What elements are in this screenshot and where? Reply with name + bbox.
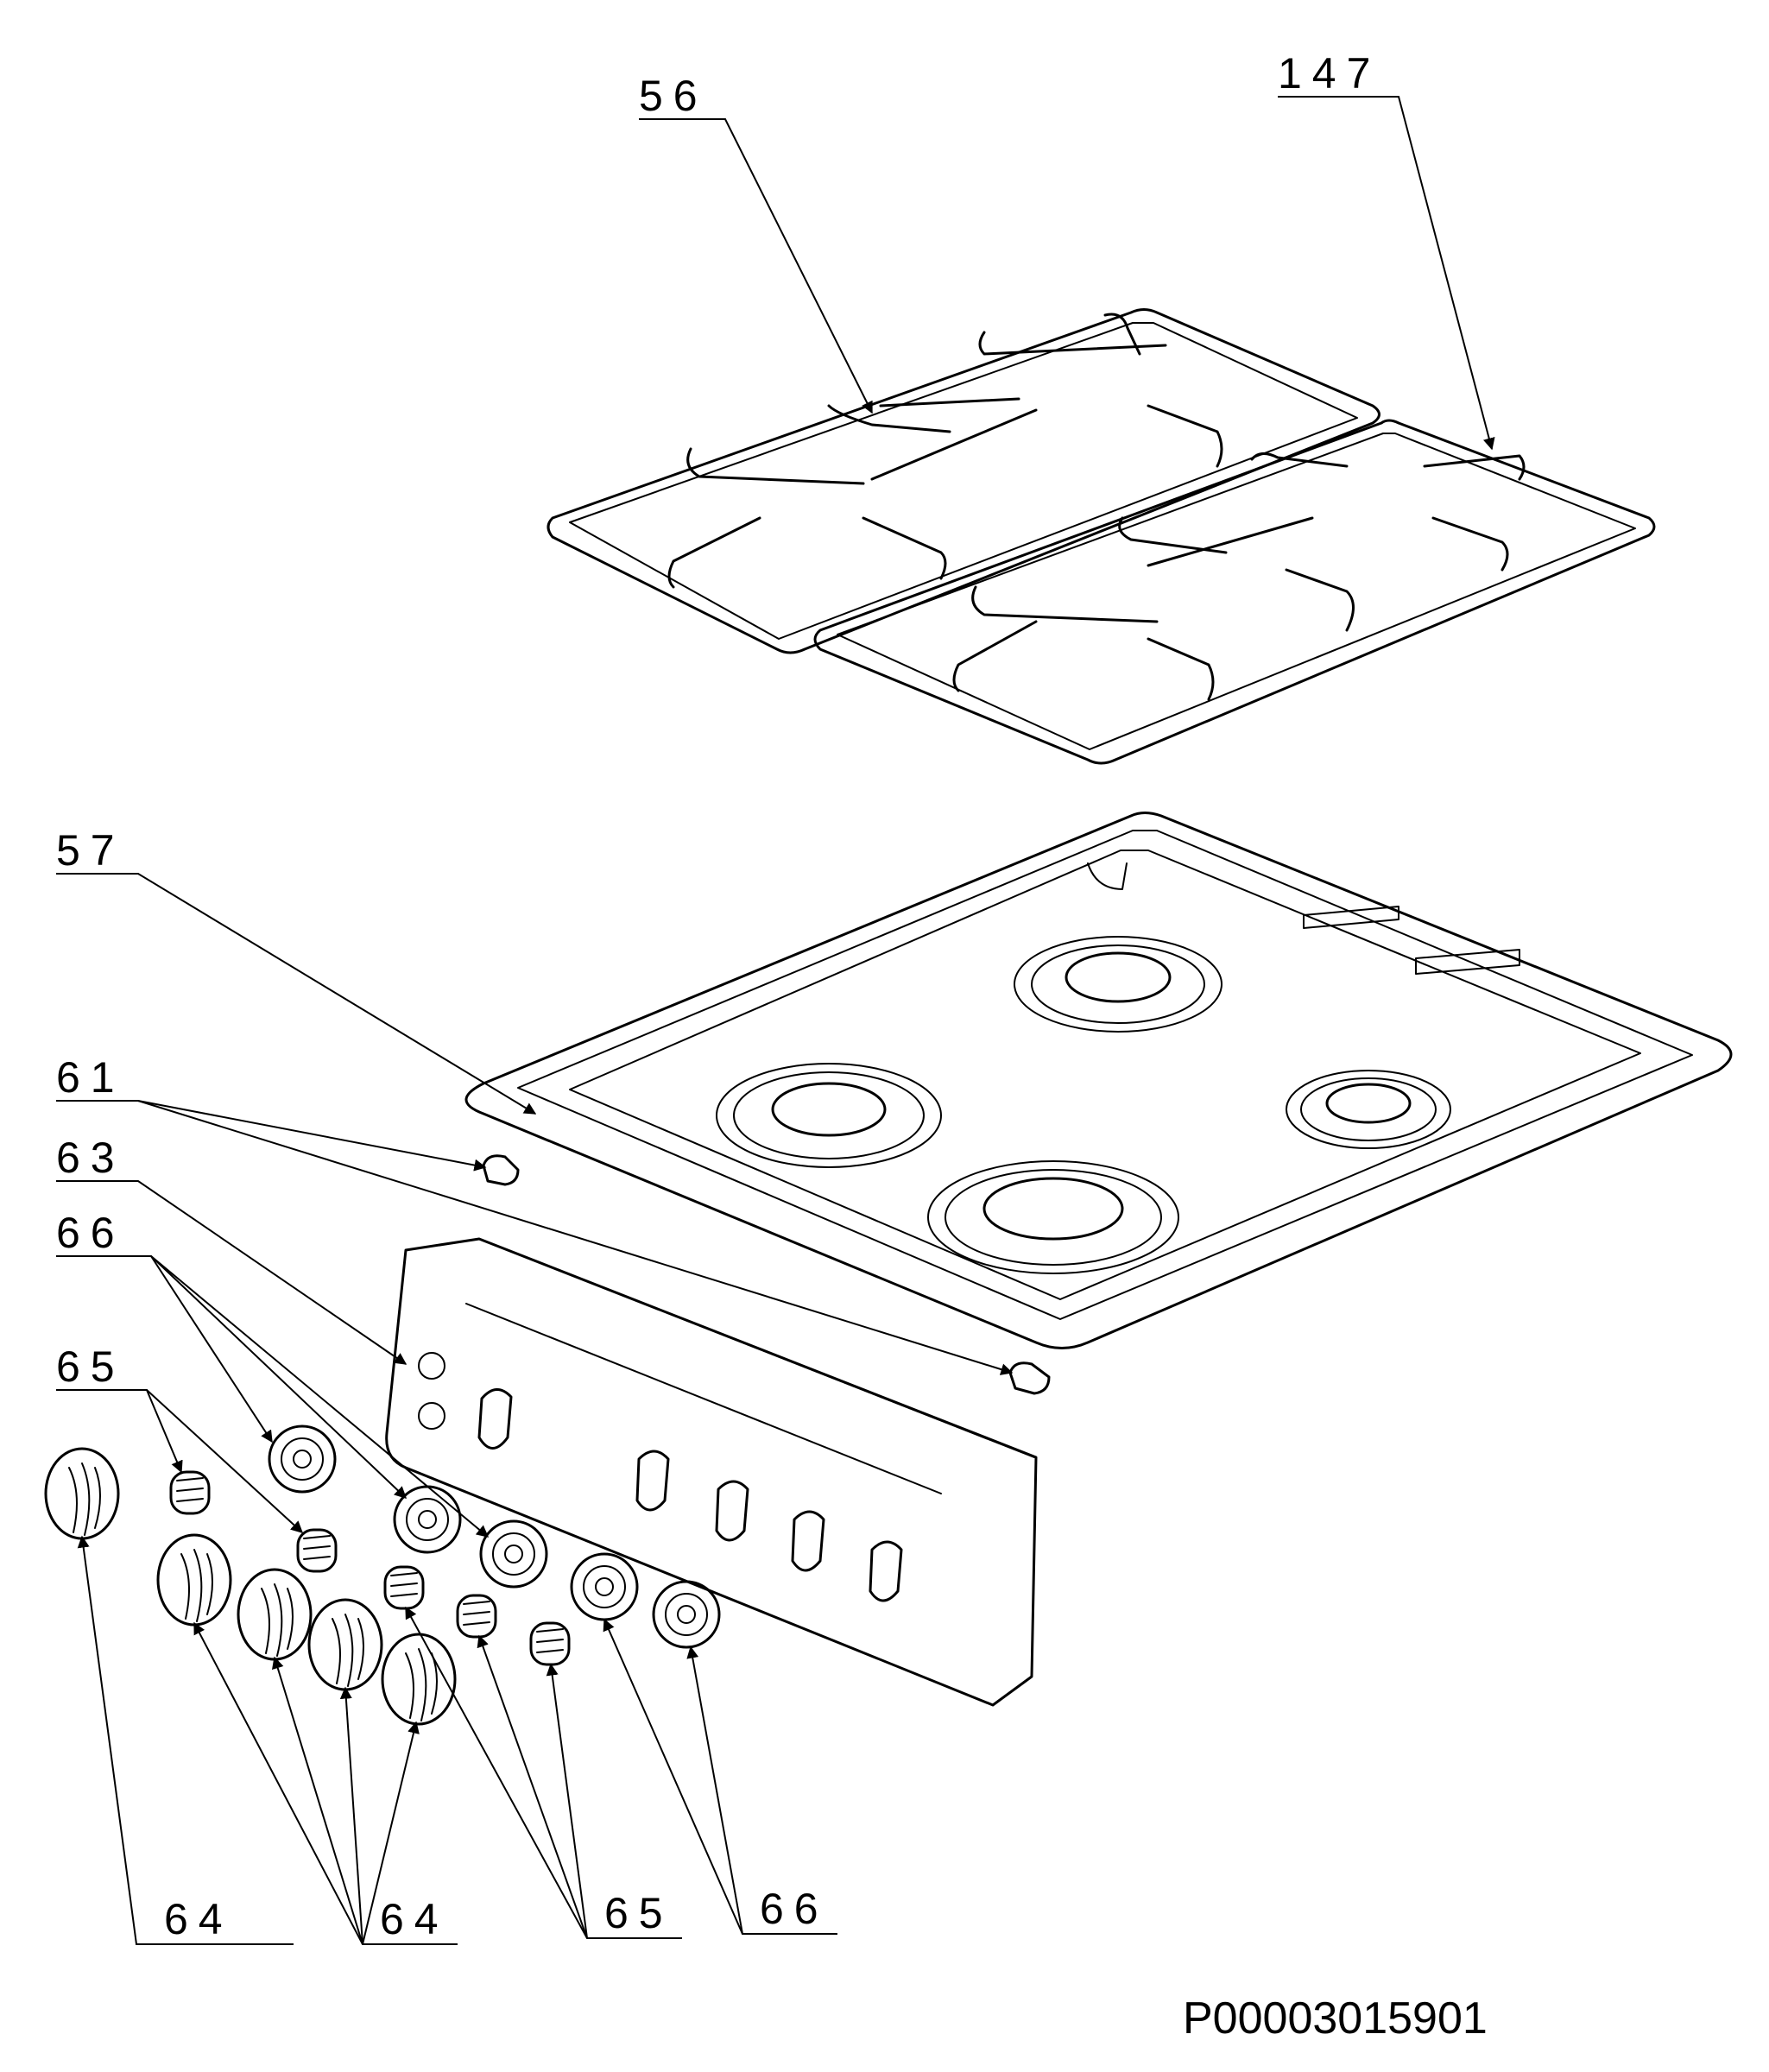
burner-front: [927, 1160, 1179, 1274]
label-66-top: 66: [56, 1209, 125, 1257]
label-66-bottom: 66: [760, 1885, 829, 1933]
burner-rear: [1014, 936, 1223, 1033]
leader-61: [56, 1100, 1014, 1375]
drawing-code: P00003015901: [1183, 1993, 1488, 2044]
leader-64-left: [77, 1535, 294, 1945]
spring-3: [383, 1565, 425, 1610]
leader-56: [639, 118, 873, 414]
leader-64-right: [193, 1621, 458, 1945]
leader-63: [56, 1180, 408, 1365]
label-57: 57: [56, 826, 125, 875]
burner-right: [1286, 1070, 1451, 1149]
spring-5: [529, 1621, 571, 1666]
spring-2: [296, 1528, 338, 1573]
label-64-right: 64: [380, 1895, 449, 1943]
burner-left: [716, 1063, 942, 1168]
label-65-top: 65: [56, 1342, 125, 1391]
pan-support-left: [546, 308, 1380, 654]
label-64-left: 64: [164, 1895, 233, 1943]
spring-4: [456, 1594, 497, 1639]
knob-3: [237, 1568, 313, 1661]
bezel-1: [268, 1424, 337, 1494]
control-panel: [385, 1237, 1038, 1707]
leader-65-bottom: [405, 1606, 682, 1939]
leader-66-bottom: [603, 1618, 837, 1935]
label-56: 56: [639, 72, 708, 120]
label-63: 63: [56, 1134, 125, 1182]
leader-57: [56, 873, 537, 1115]
knob-4: [307, 1598, 383, 1691]
label-61: 61: [56, 1053, 125, 1102]
knob-2: [156, 1533, 232, 1627]
leader-65-top: [56, 1389, 304, 1533]
bezel-3: [479, 1519, 548, 1589]
label-147: 147: [1278, 49, 1380, 98]
knob-1: [44, 1447, 120, 1540]
label-65-bottom: 65: [604, 1889, 673, 1937]
leader-66-top: [56, 1255, 490, 1538]
hinge-clip-left: [482, 1154, 520, 1186]
pan-support-right: [813, 419, 1656, 765]
bezel-5: [652, 1580, 721, 1649]
spring-1: [169, 1470, 211, 1515]
leader-147: [1278, 96, 1495, 451]
bezel-4: [570, 1552, 639, 1621]
hinge-clip-right: [1008, 1361, 1051, 1395]
hob-top-plate: [464, 812, 1733, 1349]
